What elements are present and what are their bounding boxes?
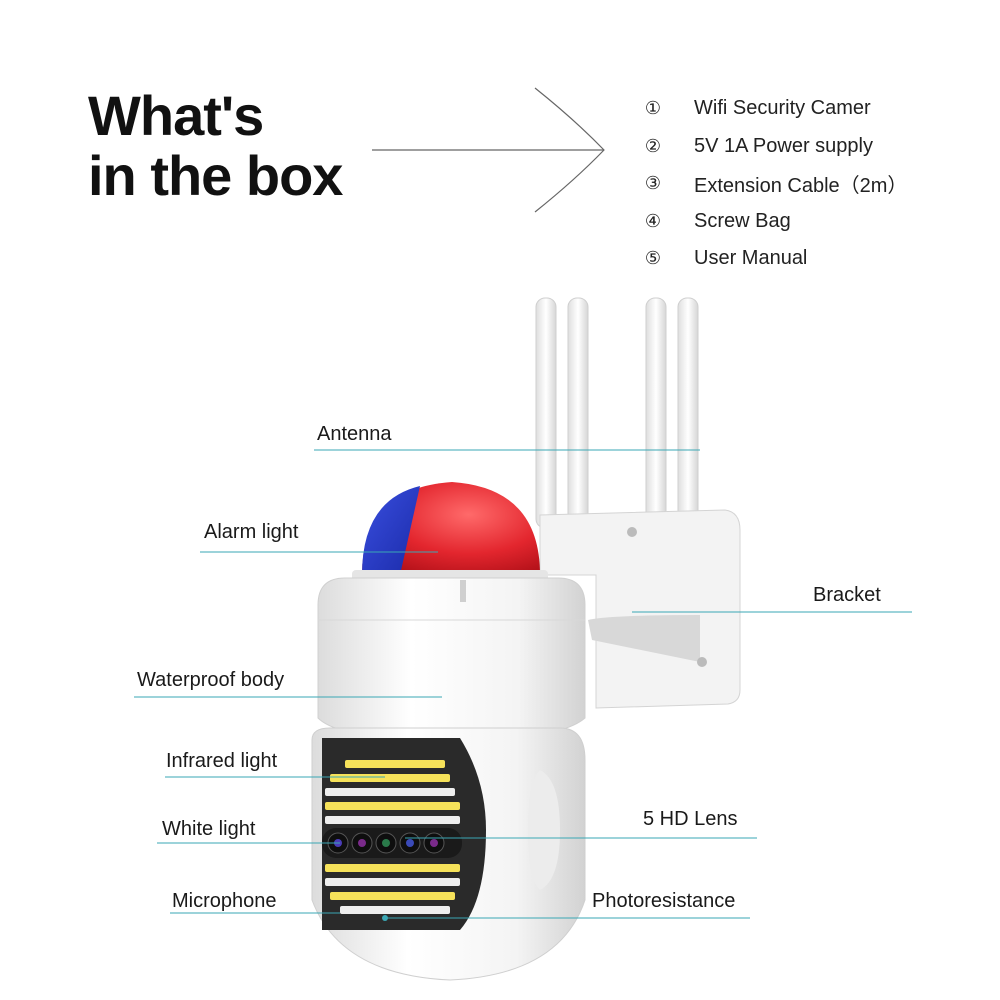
arrow-decoration: [372, 87, 605, 213]
bracket: [539, 509, 741, 709]
callout-antenna: Antenna: [317, 423, 392, 445]
list-item: ⑤ User Manual: [640, 240, 907, 278]
callout-white-light: White light: [162, 818, 256, 840]
item-label: 5V 1A Power supply: [694, 134, 873, 157]
item-number: ①: [644, 98, 662, 119]
alarm-light-dome: [352, 482, 548, 584]
list-item: ④ Screw Bag: [640, 203, 907, 241]
item-label: User Manual: [694, 247, 808, 270]
heading-line-2: in the box: [88, 144, 343, 207]
list-item: ③ Extension Cable（2m）: [640, 165, 908, 203]
item-number: ⑤: [644, 248, 662, 269]
heading-line-1: What's: [88, 84, 264, 147]
item-label: Wifi Security Camer: [694, 97, 871, 120]
callout-waterproof-body: Waterproof body: [137, 669, 285, 691]
callout-alarm-light: Alarm light: [204, 521, 299, 543]
callout-leader-lines: [134, 449, 912, 919]
item-label: Extension Cable（2m）: [694, 175, 908, 198]
list-item: ① Wifi Security Camer: [640, 90, 907, 128]
item-number: ③: [644, 173, 662, 194]
photoresistance-sensor: [382, 915, 388, 921]
callout-photoresistance: Photoresistance: [592, 890, 736, 912]
antenna-group: [535, 297, 699, 529]
infrared-led-array: [325, 760, 460, 914]
item-label: Screw Bag: [694, 209, 791, 232]
callout-bracket: Bracket: [813, 584, 881, 606]
heading: What's in the box: [88, 84, 343, 207]
item-number: ②: [644, 135, 662, 156]
item-number: ④: [644, 210, 662, 231]
callout-infrared-light: Infrared light: [166, 750, 278, 772]
callout-hd-lens: 5 HD Lens: [643, 808, 738, 830]
callout-microphone: Microphone: [172, 890, 277, 912]
hd-lens-array: [322, 828, 462, 858]
list-item: ② 5V 1A Power supply: [640, 128, 907, 166]
box-contents-list: ① Wifi Security Camer ② 5V 1A Power supply…: [640, 90, 908, 278]
